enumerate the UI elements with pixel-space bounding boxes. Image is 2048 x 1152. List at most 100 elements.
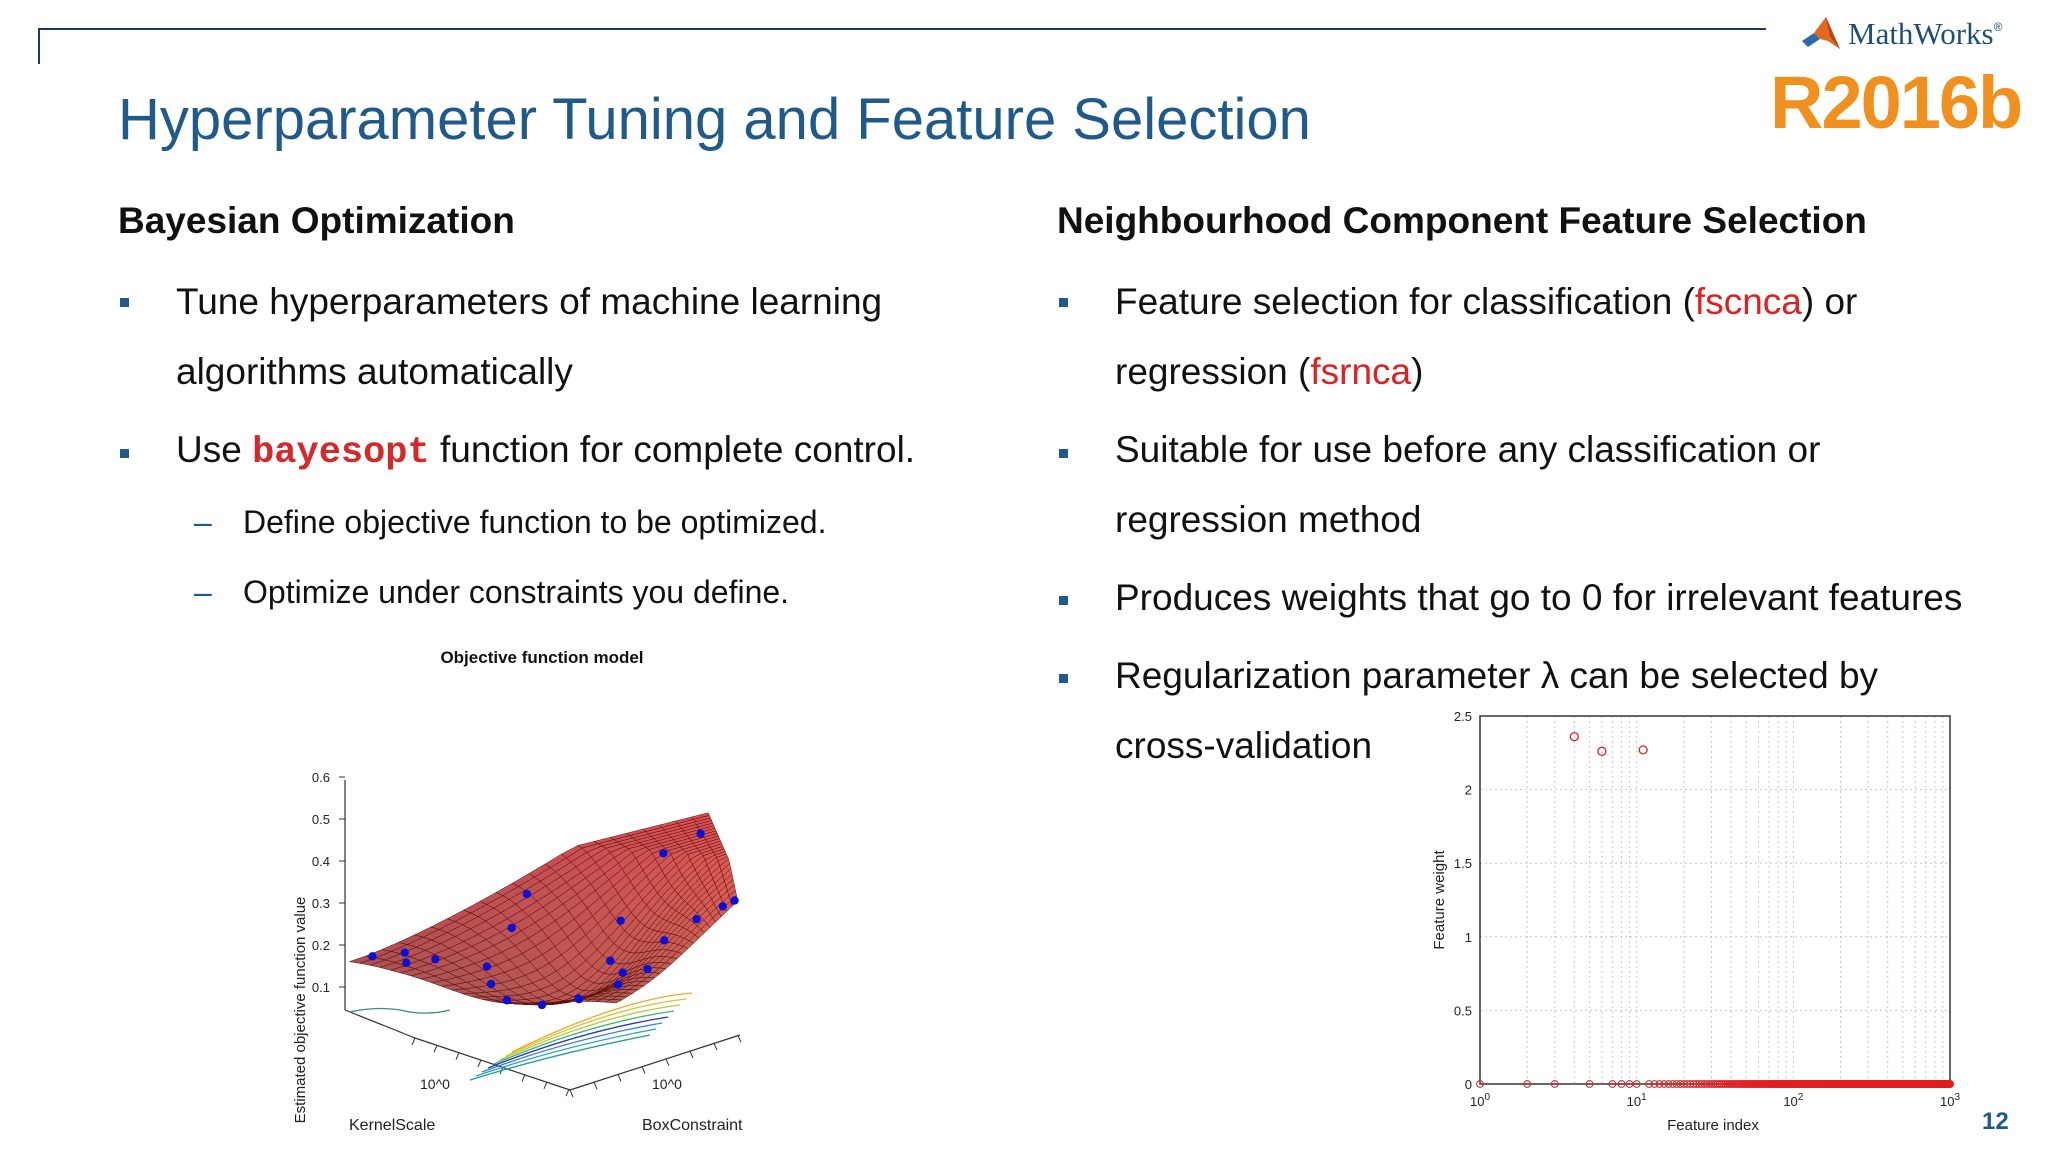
text: ) — [1411, 351, 1424, 392]
y-tick-label: 2 — [1465, 783, 1472, 798]
y-axis-label: Feature weight — [1431, 850, 1448, 950]
zero-weight-marker — [1709, 1080, 1718, 1088]
text: regression ( — [1115, 351, 1311, 392]
zero-weight-marker — [1946, 1080, 1954, 1088]
dash-marker: – — [194, 574, 212, 610]
zero-weight-marker — [1645, 1080, 1653, 1088]
high-weight-marker — [1569, 731, 1579, 742]
y-tick-label: 10^0 — [652, 1076, 682, 1092]
weight-markers — [1476, 731, 1954, 1088]
bullet-text: Use — [176, 429, 253, 470]
x-axis-label: Feature index — [1667, 1117, 1759, 1134]
zero-weight-marker — [1550, 1080, 1559, 1088]
page-number: 12 — [1982, 1108, 2009, 1135]
logo-text: MathWorks — [1848, 16, 1994, 51]
surface-mesh — [349, 812, 738, 1006]
x-tick-label: 101 — [1627, 1092, 1647, 1109]
z-tick-label: 0.6 — [312, 770, 330, 785]
observed-points — [368, 829, 739, 1010]
bullet-marker — [1059, 596, 1068, 605]
observed-point — [507, 923, 516, 933]
x-tick-label: 103 — [1940, 1092, 1960, 1109]
sub-bullet-constraints: Optimize under constraints you define. — [243, 574, 790, 610]
y-tick-label: 2.5 — [1454, 709, 1472, 724]
x-axis-ticks: 100 101 102 103 — [1470, 1092, 1960, 1109]
x-axis-line — [414, 1037, 571, 1091]
observed-point — [574, 994, 584, 1004]
observed-point — [522, 889, 532, 899]
zero-weight-marker — [1716, 1080, 1724, 1088]
x-tick-label: 100 — [1470, 1092, 1490, 1109]
z-tick-label: 0.2 — [312, 938, 330, 953]
observed-point — [402, 958, 411, 967]
high-weight-marker — [1638, 745, 1648, 755]
x-tick-label: 10^0 — [420, 1076, 450, 1092]
bullet-marker — [1059, 298, 1068, 307]
bullet-regularization: Regularization parameter λ can be select… — [1115, 641, 1878, 781]
logo-trademark: ® — [1993, 20, 2003, 34]
zero-weight-marker — [1585, 1080, 1594, 1088]
bullet-bayesopt: Use bayesopt function for complete contr… — [176, 415, 915, 488]
bullet-line: regression method — [1115, 499, 1422, 540]
y-tick-label: 0 — [1465, 1077, 1472, 1092]
right-heading: Neighbourhood Component Feature Selectio… — [1057, 200, 1867, 241]
fscnca-function: fscnca — [1694, 281, 1802, 322]
zero-weight-marker — [1695, 1080, 1703, 1088]
zero-weight-marker — [1608, 1080, 1617, 1088]
plot-area — [1479, 715, 1951, 1085]
observed-point — [431, 954, 440, 964]
bullet-marker — [120, 298, 129, 307]
x-tick-label: 102 — [1783, 1092, 1803, 1109]
zero-weight-marker — [1655, 1080, 1664, 1088]
high-weight-marker — [1597, 746, 1607, 756]
zero-weight-marker — [1686, 1080, 1695, 1088]
bullet-line: Feature selection for classification (fs… — [1115, 267, 1857, 337]
observed-point — [659, 849, 668, 858]
zero-weight-marker — [1683, 1080, 1692, 1088]
bullet-marker — [120, 449, 129, 458]
y-axis-ticks: 00.511.522.5 — [1454, 709, 1472, 1092]
observed-point — [718, 902, 728, 911]
text: Feature selection for classification ( — [1115, 281, 1695, 322]
objective-surface-chart: Objective function model Estimated objec… — [292, 648, 743, 1134]
surface-contours — [349, 992, 693, 1081]
observed-point — [537, 1000, 547, 1010]
surface-z-label: Estimated objective function value — [292, 897, 309, 1124]
bullet-suitable: Suitable for use before any classificati… — [1115, 415, 1820, 555]
mathworks-logo: MathWorks® — [1800, 14, 2010, 54]
dash-marker: – — [194, 504, 212, 540]
observed-point — [606, 956, 615, 965]
release-badge: R2016b — [1770, 61, 2023, 144]
bullet-line: Suitable for use before any classificati… — [1115, 429, 1821, 470]
bullet-line: cross-validation — [1115, 725, 1373, 766]
bullet-feature-selection: Feature selection for classification (fs… — [1115, 267, 1857, 407]
bullet-marker — [1059, 674, 1068, 683]
bullet-weights: Produces weights that go to 0 for irrele… — [1115, 563, 1962, 633]
observed-point — [692, 914, 701, 924]
fsrnca-function: fsrnca — [1310, 351, 1412, 392]
zero-weight-marker — [1660, 1080, 1669, 1088]
zero-weight-marker — [1668, 1080, 1677, 1088]
zero-weight-marker — [1476, 1080, 1484, 1088]
text: ) or — [1801, 281, 1858, 322]
sub-bullet-objective: Define objective function to be optimize… — [243, 504, 827, 540]
zero-weight-marker — [1664, 1080, 1673, 1088]
scatter-grid — [1479, 715, 1950, 1085]
zero-weight-marker — [1718, 1080, 1726, 1088]
zero-weight-marker — [1714, 1080, 1722, 1088]
zero-weight-marker — [1523, 1080, 1532, 1088]
observed-point — [659, 936, 669, 945]
bayesopt-code: bayesopt — [252, 432, 430, 474]
observed-point — [613, 980, 623, 989]
zero-weight-marker — [1632, 1080, 1641, 1088]
observed-point — [486, 979, 496, 989]
bullet-line: Tune hyperparameters of machine learning — [176, 281, 883, 322]
bullet-line: algorithms automatically — [176, 351, 573, 392]
z-tick-label: 0.1 — [312, 980, 330, 995]
slide-title: Hyperparameter Tuning and Feature Select… — [118, 87, 1311, 152]
header-rule — [38, 28, 1766, 30]
y-axis-line — [569, 1034, 741, 1091]
membrane-icon — [1802, 17, 1840, 49]
observed-point — [400, 948, 409, 957]
